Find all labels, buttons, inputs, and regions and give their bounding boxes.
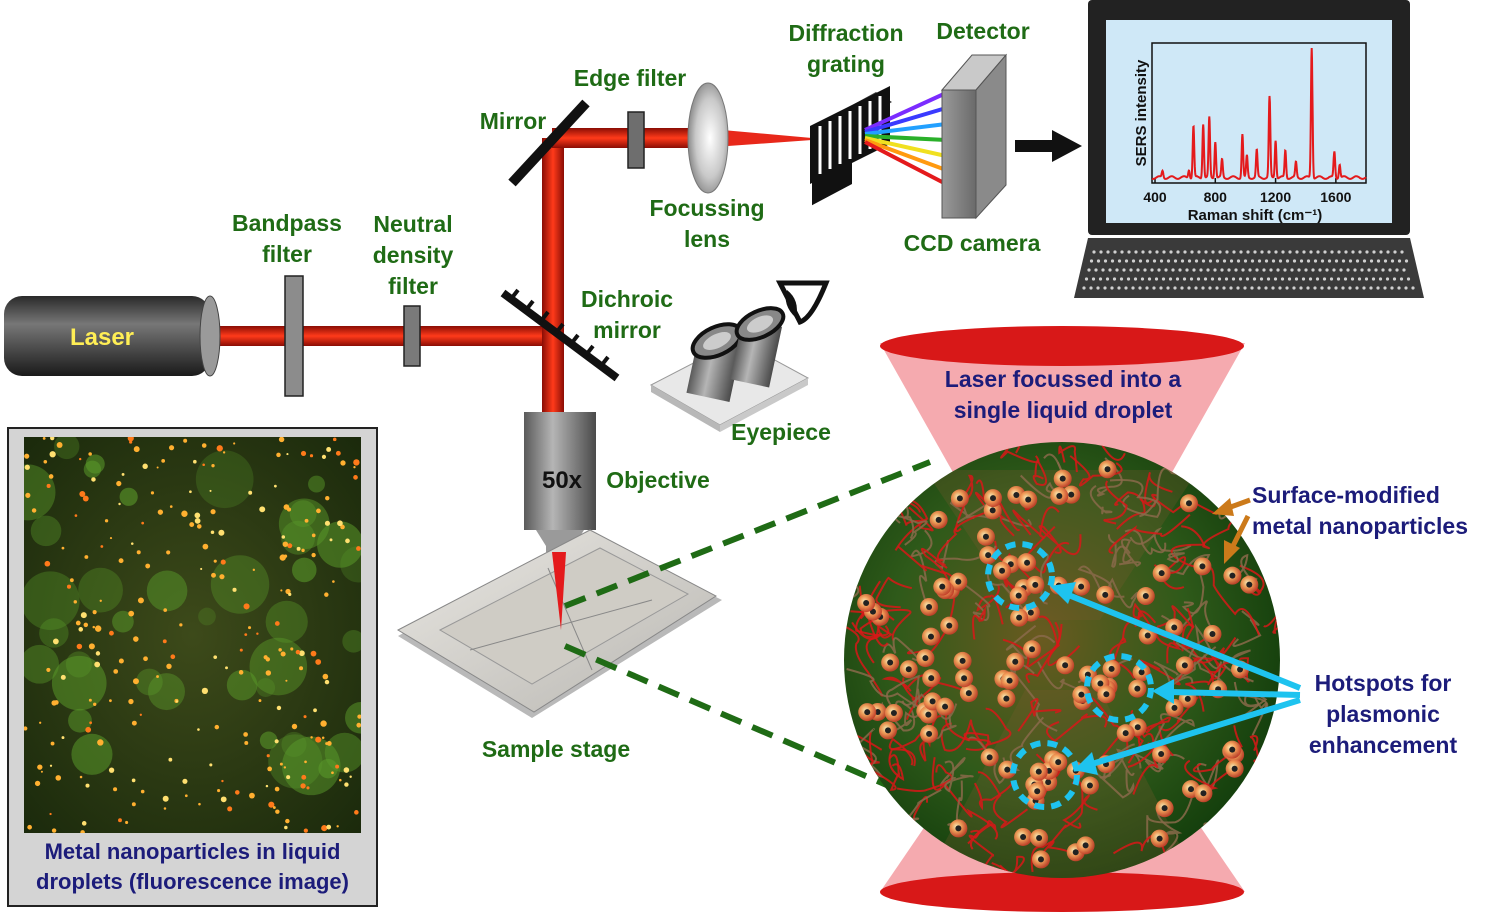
laser-beam-to-grating <box>552 128 812 148</box>
detector-label: Detector <box>936 18 1030 44</box>
chart-x-tick-label: 1200 <box>1260 189 1291 205</box>
focussing-lens <box>687 82 729 194</box>
eyepiece-label: Eyepiece <box>731 419 831 445</box>
chart-x-tick-label: 1600 <box>1320 189 1351 205</box>
eye-icon <box>775 280 830 326</box>
chart-x-axis-label: Raman shift (cm⁻¹) <box>1188 207 1323 224</box>
diffraction-grating <box>810 86 892 206</box>
chart-x-tick-label: 800 <box>1204 189 1228 205</box>
neutral-density-filter <box>403 305 421 367</box>
objective-label: Objective <box>606 467 710 493</box>
laser-beam-vertical <box>542 138 564 433</box>
dispersed-spectrum <box>864 91 947 186</box>
ccd-camera-label: CCD camera <box>903 230 1041 256</box>
laser-label: Laser <box>69 324 135 351</box>
laptop-screen <box>1106 20 1392 223</box>
chart-frame <box>1151 42 1367 184</box>
laser-beam-horizontal <box>210 326 555 346</box>
fluorescence-image-panel <box>7 427 378 907</box>
edge-filter <box>627 111 645 169</box>
nanoparticle-arrows <box>1212 497 1251 564</box>
zoom-lines <box>563 459 932 799</box>
ccd-detector <box>940 53 1008 220</box>
liquid-droplet <box>844 442 1280 878</box>
laptop <box>1074 0 1424 298</box>
hotspot-arrows <box>1050 582 1302 775</box>
objective-magnification-label: 50x <box>541 467 583 494</box>
bandpass-filter <box>284 275 304 397</box>
eyepiece <box>649 306 810 432</box>
laser-source <box>4 295 221 377</box>
mirror <box>508 99 590 187</box>
hotspot-markers <box>985 541 1154 810</box>
raman-spectrum-chart: 400 800 1200 1600 SERS intensity Raman shif… <box>1133 42 1367 224</box>
chart-y-axis-label: SERS intensity <box>1133 59 1150 166</box>
output-arrow <box>1015 130 1082 162</box>
chart-x-tick-label: 400 <box>1143 189 1167 205</box>
dichroic-mirror <box>500 288 620 382</box>
edge-filter-label: Edge filter <box>573 65 687 91</box>
chart-series-line <box>1151 47 1367 180</box>
mirror-label: Mirror <box>479 108 547 134</box>
sample-stage-label: Sample stage <box>481 736 631 762</box>
